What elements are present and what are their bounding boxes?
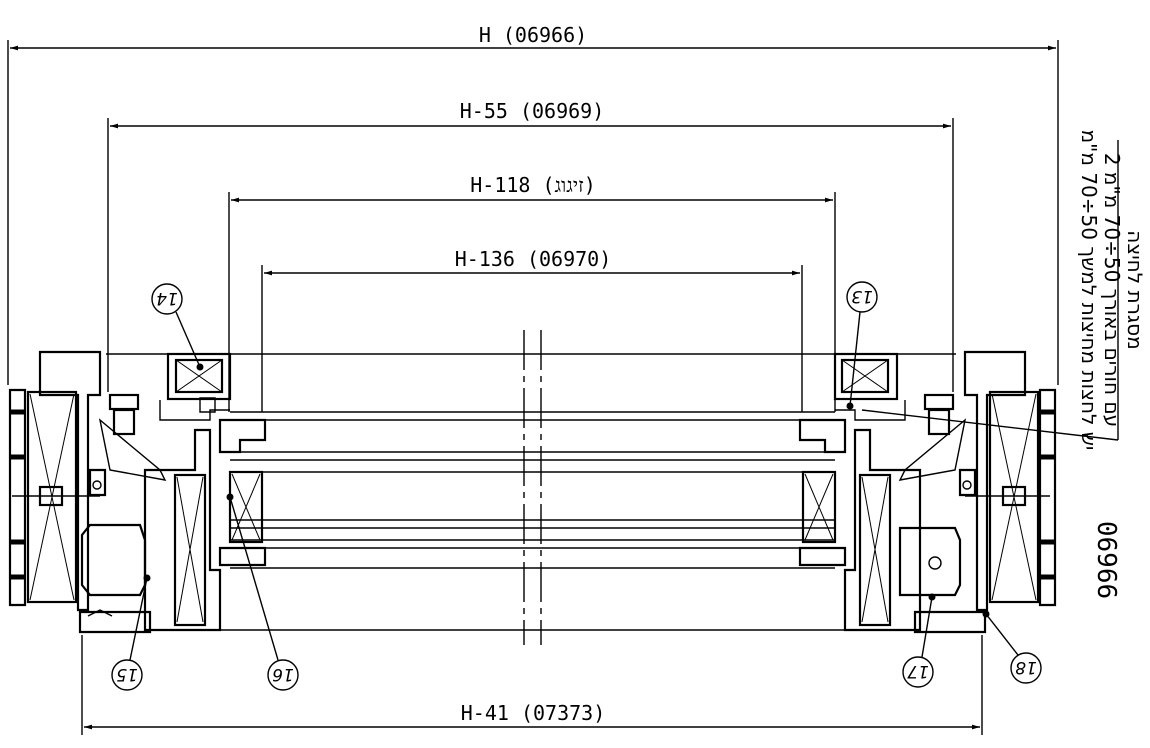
callout-13-label: 13: [851, 286, 873, 306]
side-note-line1: מסגרת לחיצה: [1123, 230, 1147, 349]
callout-18-label: 18: [1015, 657, 1037, 677]
side-note: מסגרת לחיצה 2 עם חורים באורך 50÷70 מ"מ י…: [861, 130, 1147, 451]
callout-16-label: 16: [272, 664, 294, 684]
callout-17-label: 17: [907, 661, 929, 681]
right-frame-profile: [798, 350, 1057, 634]
dimension-overall: H (06966): [7, 23, 1059, 385]
callout-13: 13: [846, 281, 878, 407]
callout-17: 17: [902, 596, 934, 688]
dimension-sash-inner-label: H-136 (06970): [455, 247, 612, 271]
callout-18: 18: [985, 613, 1042, 684]
dimension-sash-inner: H-136 (06970): [261, 247, 803, 412]
side-note-line2: 2 עם חורים באורך 50÷70 מ"מ: [1100, 153, 1124, 427]
callout-15: 15: [111, 577, 148, 691]
dimension-inner-frame: H-55 (06969): [107, 99, 954, 392]
dimension-glazing: H-118 (זיגוג): [228, 173, 836, 412]
break-lines: [523, 330, 542, 645]
side-note-line3: יש לחצות מחיצות למשך 50÷70 מ"מ: [1077, 130, 1101, 451]
left-frame-profile: [8, 350, 267, 634]
dimension-glazing-label: H-118 (זיגוג): [470, 173, 595, 197]
dimension-bottom: H-41 (07373): [81, 635, 983, 735]
callout-14-label: 14: [156, 288, 178, 308]
profile-code: 06966: [1091, 521, 1121, 599]
dimension-bottom-label: H-41 (07373): [461, 701, 606, 725]
callout-14: 14: [151, 283, 201, 368]
callout-15-label: 15: [116, 664, 138, 684]
glass-lines: [106, 353, 956, 631]
dimension-inner-frame-label: H-55 (06969): [460, 99, 605, 123]
dimension-overall-label: H (06966): [479, 23, 587, 47]
callout-16: 16: [229, 496, 299, 691]
